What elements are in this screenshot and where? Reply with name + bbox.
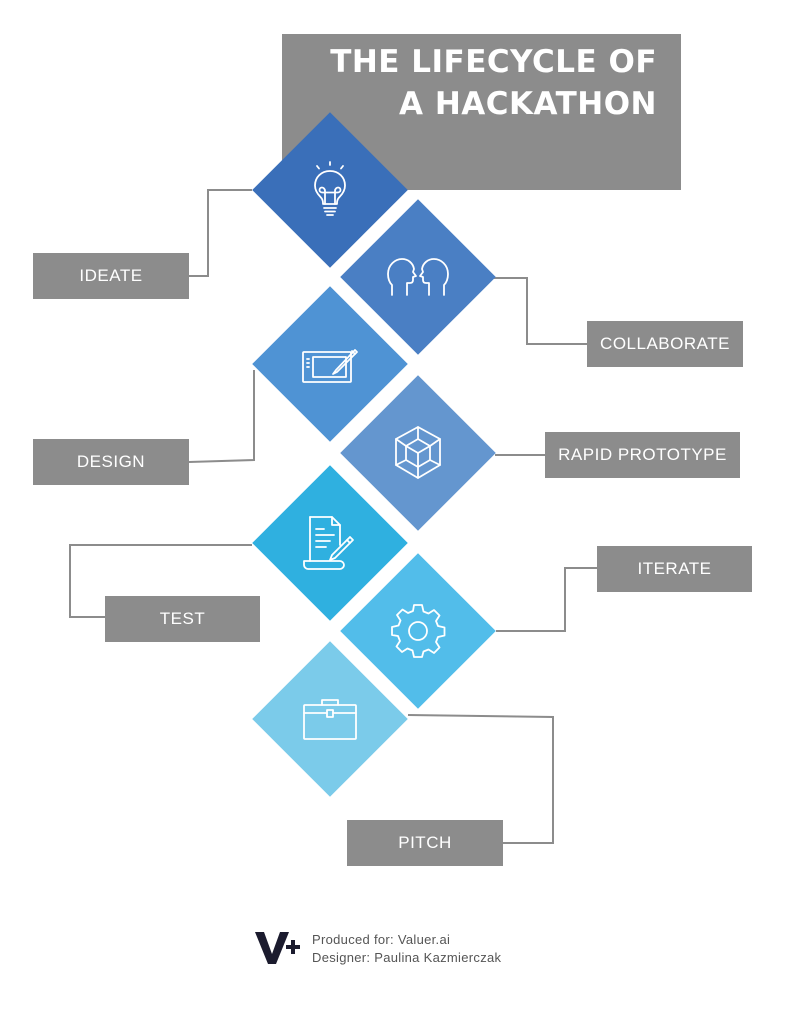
title-line-2: A HACKATHON xyxy=(399,86,657,122)
briefcase-icon xyxy=(298,687,362,751)
step-label-pitch: PITCH xyxy=(347,820,503,866)
step-label-ideate: IDEATE xyxy=(33,253,189,299)
step-label-test: TEST xyxy=(105,596,260,642)
title-line-1: THE LIFECYCLE OF xyxy=(330,44,657,80)
document-pen-icon xyxy=(298,511,362,575)
gear-icon xyxy=(386,599,450,663)
connector-iterate xyxy=(496,567,597,632)
connector-ideate xyxy=(189,189,252,277)
connector-test xyxy=(69,544,252,618)
valuer-logo xyxy=(255,932,300,964)
two-heads-icon xyxy=(386,245,450,309)
step-label-iterate: ITERATE xyxy=(597,546,752,592)
step-label-design: DESIGN xyxy=(33,439,189,485)
step-label-collaborate: COLLABORATE xyxy=(587,321,743,367)
drawing-tablet-icon xyxy=(298,332,362,396)
cube-icon xyxy=(386,421,450,485)
connector-design xyxy=(188,370,255,463)
connector-collaborate xyxy=(493,277,587,345)
lightbulb-icon xyxy=(298,158,362,222)
connector-pitch xyxy=(407,714,554,844)
footer-produced-for: Produced for: Valuer.ai xyxy=(312,932,451,947)
step-label-rapid-prototype: RAPID PROTOTYPE xyxy=(545,432,740,478)
footer-designer: Designer: Paulina Kazmierczak xyxy=(312,950,502,965)
